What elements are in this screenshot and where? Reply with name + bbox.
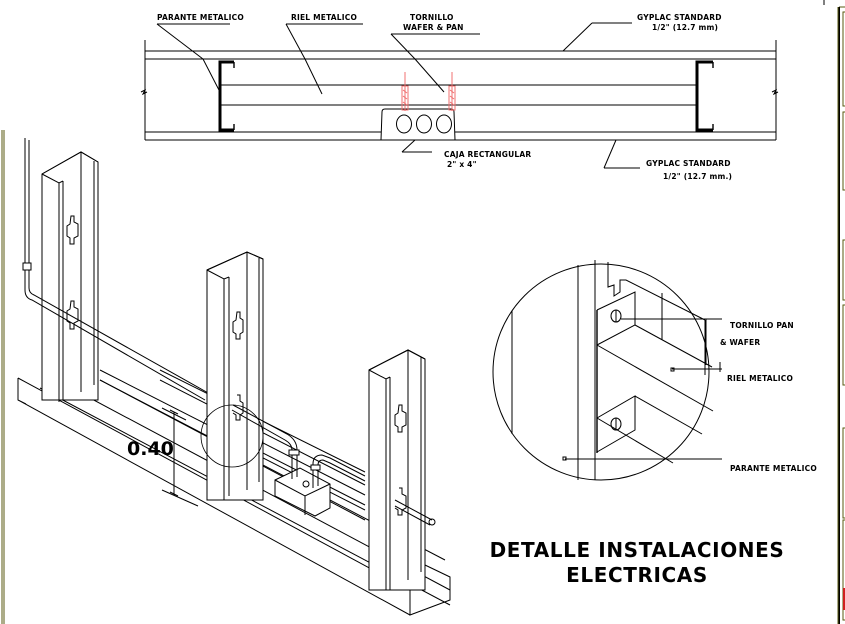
plan-view: PARANTE METALICO RIEL METALICO TORNILLO …: [140, 13, 779, 181]
electrical-box-iso: [274, 467, 331, 517]
label-tornillo: TORNILLO: [410, 13, 454, 22]
conduit-box: [231, 404, 366, 488]
drawing-title: DETALLE INSTALACIONES ELECTRICAS: [490, 538, 785, 587]
electrical-box-plan: [380, 108, 456, 141]
dimension-value: 0.40: [127, 438, 174, 460]
detail-callout-circle: [200, 404, 264, 468]
label-wafer: & WAFER: [720, 338, 760, 347]
stud-2: [206, 251, 264, 501]
right-stud-channel: [695, 60, 713, 132]
label-caja-size: 2" x 4": [447, 160, 477, 169]
label-gyplac-bottom: GYPLAC STANDARD: [646, 159, 731, 168]
left-stud-channel: [218, 60, 234, 132]
dimension-0-40: 0.40: [127, 407, 199, 507]
label-tornillo-pan: TORNILLO PAN: [730, 321, 794, 330]
label-wafer-pan: WAFER & PAN: [403, 23, 464, 32]
label-riel-metalico-detail: RIEL METALICO: [727, 374, 793, 383]
title-line-1: DETALLE INSTALACIONES: [490, 538, 785, 562]
label-caja-rectangular: CAJA RECTANGULAR: [444, 150, 531, 159]
isometric-view: 0.40: [17, 138, 451, 616]
label-parante-metalico: PARANTE METALICO: [157, 13, 244, 22]
screw-icons: [401, 72, 456, 111]
label-riel-metalico: RIEL METALICO: [291, 13, 357, 22]
stud-3: [368, 349, 426, 591]
label-gyplac-top: GYPLAC STANDARD: [637, 13, 722, 22]
detail-circle: TORNILLO PAN & WAFER RIEL METALICO PARAN…: [492, 260, 817, 481]
frame-accent-mark: [843, 588, 845, 610]
stud-1: [41, 151, 99, 402]
title-line-2: ELECTRICAS: [566, 563, 708, 587]
label-gyplac-top-size: 1/2" (12.7 mm): [652, 23, 718, 32]
screw-heads: [610, 309, 622, 431]
label-gyplac-bottom-size: 1/2" (12.7 mm.): [663, 172, 732, 181]
conduit-left: [22, 138, 211, 401]
label-parante-metalico-detail: PARANTE METALICO: [730, 464, 817, 473]
